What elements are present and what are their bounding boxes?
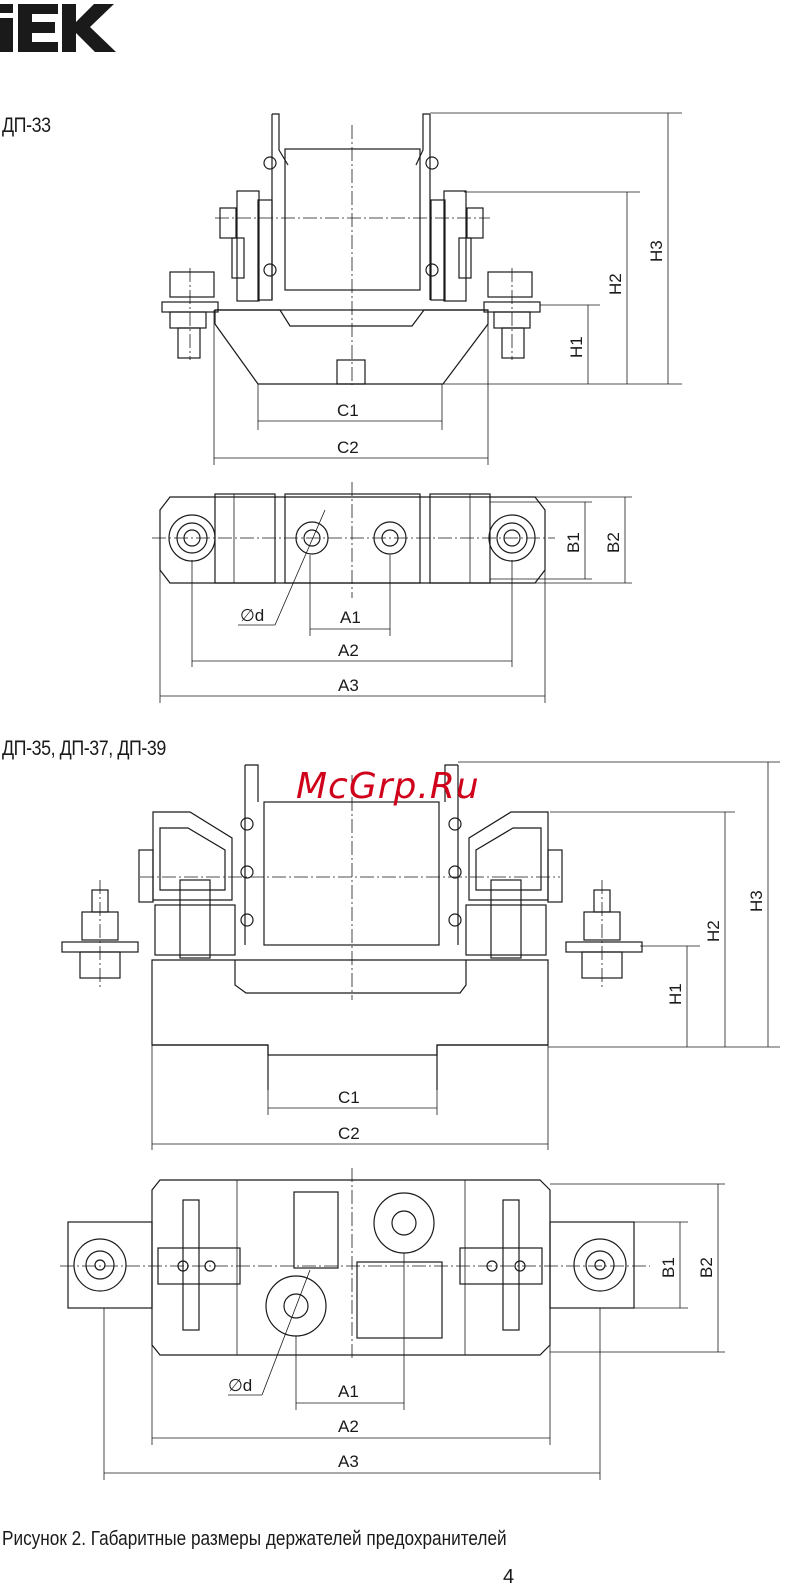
dp33-dim-h3: H3: [647, 240, 666, 262]
watermark: McGrp.Ru: [296, 766, 480, 807]
dp33-dim-a2: A2: [338, 641, 359, 660]
dp35-dim-a1: A1: [338, 1382, 359, 1401]
dp33-dim-a3: A3: [338, 676, 359, 695]
dp33-dim-a1: A1: [340, 608, 361, 627]
dp33-dim-h2: H2: [606, 273, 625, 295]
dp35-dim-b1: B1: [659, 1257, 678, 1278]
dp33-front-view: [162, 113, 682, 465]
dp35-dim-c1: C1: [338, 1088, 360, 1107]
figure-caption: Рисунок 2. Габаритные размеры держателей…: [2, 1528, 507, 1551]
dp33-dim-b1: B1: [564, 532, 583, 553]
dp35-dim-a3: A3: [338, 1452, 359, 1471]
dp35-dim-a2: A2: [338, 1417, 359, 1436]
dp35-dim-h1: H1: [666, 983, 685, 1005]
page-number: 4: [503, 1566, 514, 1589]
dp33-dim-b2: B2: [604, 532, 623, 553]
dp33-dim-c2: C2: [337, 438, 359, 457]
dp35-dim-d: ∅d: [228, 1376, 252, 1395]
dp33-dim-c1: C1: [337, 401, 359, 420]
dp35-dim-b2: B2: [697, 1257, 716, 1278]
dp35-dim-h3: H3: [747, 890, 766, 912]
dp35-dim-h2: H2: [704, 920, 723, 942]
dp35-top-view: [60, 1168, 725, 1480]
dp33-dim-d: ∅d: [240, 606, 264, 625]
dp35-dim-c2: C2: [338, 1124, 360, 1143]
dp33-top-view: [152, 482, 632, 703]
dp33-dim-h1: H1: [567, 336, 586, 358]
dp35-front-view: [62, 762, 780, 1150]
